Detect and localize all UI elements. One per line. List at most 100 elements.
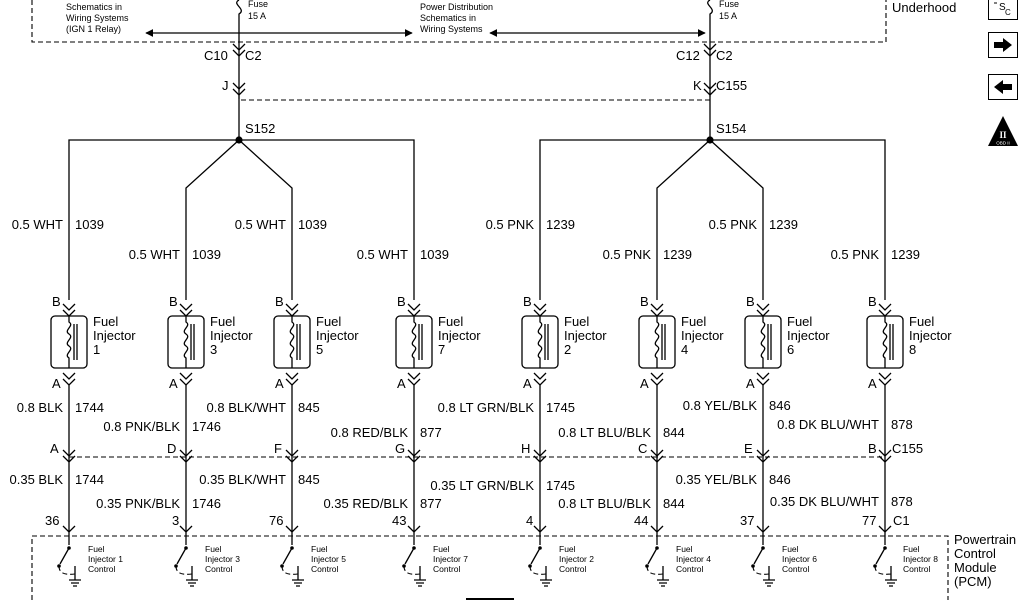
upper-wire-1-circuit: 1744 bbox=[75, 400, 104, 415]
driver-8-label-line3: Control bbox=[903, 564, 931, 574]
c155-pin-h-symbol bbox=[533, 449, 547, 463]
driver-2-label-line3: Control bbox=[559, 564, 587, 574]
connector-pin-j: J bbox=[222, 78, 229, 93]
injector-4-connector-b bbox=[650, 303, 664, 317]
fuel-injector-1: B A Fuel Injector 1 bbox=[50, 294, 136, 391]
obd-text: OBD II bbox=[996, 141, 1010, 146]
lower-wire-3-circuit: 1746 bbox=[192, 496, 221, 511]
injector-6-pin-b: B bbox=[746, 294, 755, 309]
driver-4-switch bbox=[647, 547, 658, 565]
injector-6-number: 6 bbox=[787, 342, 794, 357]
injector-4-pin-b: B bbox=[640, 294, 649, 309]
branch-injector-8 bbox=[710, 139, 886, 300]
sc-sub-letter: C bbox=[1005, 8, 1011, 17]
pcm-pin-37-symbol bbox=[756, 525, 770, 533]
injector-1-connector-a bbox=[62, 372, 76, 386]
upper-wire-5-size: 0.8 BLK/WHT bbox=[207, 400, 287, 415]
driver-1-label-line3: Control bbox=[88, 564, 116, 574]
driver-4-label-line1: Fuel bbox=[676, 544, 693, 554]
feed-wire-8-circuit: 1239 bbox=[891, 247, 920, 262]
connector-pin-k: K bbox=[693, 78, 702, 93]
lower-wire-3-size: 0.35 PNK/BLK bbox=[96, 496, 180, 511]
sc-main-letter: S bbox=[999, 2, 1006, 13]
obd-triangle bbox=[988, 116, 1018, 146]
upper-wire-6-size: 0.8 YEL/BLK bbox=[683, 398, 758, 413]
c155-pin-a-symbol bbox=[62, 449, 76, 463]
injector-3-label-line1: Fuel bbox=[210, 314, 235, 329]
pcm-label-line1: Powertrain bbox=[954, 532, 1016, 547]
injector-7-number: 7 bbox=[438, 342, 445, 357]
feed-wire-8-size: 0.5 PNK bbox=[831, 247, 880, 262]
connector-c155-top-label: C155 bbox=[716, 78, 747, 93]
driver-5-ground-icon bbox=[292, 566, 304, 587]
driver-7-switch bbox=[404, 547, 415, 565]
injector-6-connector-b bbox=[756, 303, 770, 317]
next-page-button[interactable] bbox=[988, 32, 1018, 58]
fuel-injector-3: B A Fuel Injector 3 bbox=[167, 294, 253, 391]
lower-wire-7-size: 0.35 RED/BLK bbox=[323, 496, 408, 511]
driver-1-label-line1: Fuel bbox=[88, 544, 105, 554]
lower-wire-8-circuit: 878 bbox=[891, 494, 913, 509]
schematic-cross-reference-icon: S C bbox=[994, 2, 1011, 17]
lower-wire-7-circuit: 877 bbox=[420, 496, 442, 511]
connector-c2-left-label: C2 bbox=[245, 48, 262, 63]
connector-c12-label: C12 bbox=[676, 48, 700, 63]
driver-8-switch bbox=[875, 547, 886, 565]
fuse-right-label: Fuse bbox=[719, 0, 739, 9]
branch-injector-7 bbox=[239, 139, 415, 300]
feed-wire-6-circuit: 1239 bbox=[769, 217, 798, 232]
injector-8-connector-a bbox=[878, 372, 892, 386]
injector-8-pin-b: B bbox=[868, 294, 877, 309]
schematic-note-left-line3: (IGN 1 Relay) bbox=[66, 24, 121, 34]
driver-2-label-line2: Injector 2 bbox=[559, 554, 594, 564]
connector-c155-top-outline bbox=[238, 86, 711, 101]
upper-wire-3-circuit: 1746 bbox=[192, 419, 221, 434]
driver-6-link bbox=[752, 565, 770, 575]
lower-wire-4-size: 0.8 LT BLU/BLK bbox=[558, 496, 651, 511]
injector-7-connector-b bbox=[407, 303, 421, 317]
driver-7-ground-icon bbox=[414, 566, 426, 587]
schematic-cross-reference-button[interactable]: S C bbox=[988, 0, 1018, 20]
branch-injector-4 bbox=[656, 139, 711, 300]
injector-7-label-line1: Fuel bbox=[438, 314, 463, 329]
injector-6-coil-icon bbox=[760, 316, 772, 368]
next-arrow-icon bbox=[994, 38, 1012, 52]
injector-4-connector-a bbox=[650, 372, 664, 386]
driver-4-label-line2: Injector 4 bbox=[676, 554, 711, 564]
injector-1-driver: Fuel Injector 1 Control bbox=[57, 544, 123, 587]
injector-1-number: 1 bbox=[93, 342, 100, 357]
obd-ii-button[interactable]: II OBD II bbox=[986, 114, 1020, 148]
pcm-pin-3: 3 bbox=[172, 513, 179, 528]
upper-wire-7-size: 0.8 RED/BLK bbox=[331, 425, 409, 440]
upper-wire-8-size: 0.8 DK BLU/WHT bbox=[777, 417, 879, 432]
pcm-connector-c1-label: C1 bbox=[893, 513, 910, 528]
pcm-pin-43-symbol bbox=[407, 525, 421, 533]
driver-4-label-line3: Control bbox=[676, 564, 704, 574]
branch-injector-6 bbox=[709, 139, 764, 300]
fuse-left-label: Fuse bbox=[248, 0, 268, 9]
driver-1-ground-icon bbox=[69, 566, 81, 587]
injector-1-label-line1: Fuel bbox=[93, 314, 118, 329]
lower-wire-2-circuit: 1745 bbox=[546, 478, 575, 493]
c155-pin-d: D bbox=[167, 441, 176, 456]
injector-4-label-line1: Fuel bbox=[681, 314, 706, 329]
pcm-pin-76: 76 bbox=[269, 513, 283, 528]
feed-wire-1-size: 0.5 WHT bbox=[12, 217, 63, 232]
lower-wire-1-circuit: 1744 bbox=[75, 472, 104, 487]
pcm-pin-77-symbol bbox=[878, 525, 892, 533]
injector-3-connector-a bbox=[179, 372, 193, 386]
injector-7-driver: Fuel Injector 7 Control bbox=[402, 544, 468, 587]
c155-pin-h: H bbox=[521, 441, 530, 456]
previous-page-button[interactable] bbox=[988, 74, 1018, 100]
driver-7-link bbox=[403, 565, 421, 575]
injector-3-connector-b bbox=[179, 303, 193, 317]
underhood-label: Underhood bbox=[892, 0, 956, 15]
fuse-right-rating: 15 A bbox=[719, 11, 737, 21]
lower-wire-5-circuit: 845 bbox=[298, 472, 320, 487]
injector-5-number: 5 bbox=[316, 342, 323, 357]
upper-wire-4-circuit: 844 bbox=[663, 425, 685, 440]
upper-wire-1-size: 0.8 BLK bbox=[17, 400, 64, 415]
injector-5-coil-icon bbox=[289, 316, 301, 368]
injector-2-driver: Fuel Injector 2 Control bbox=[528, 544, 594, 587]
driver-8-label-line1: Fuel bbox=[903, 544, 920, 554]
